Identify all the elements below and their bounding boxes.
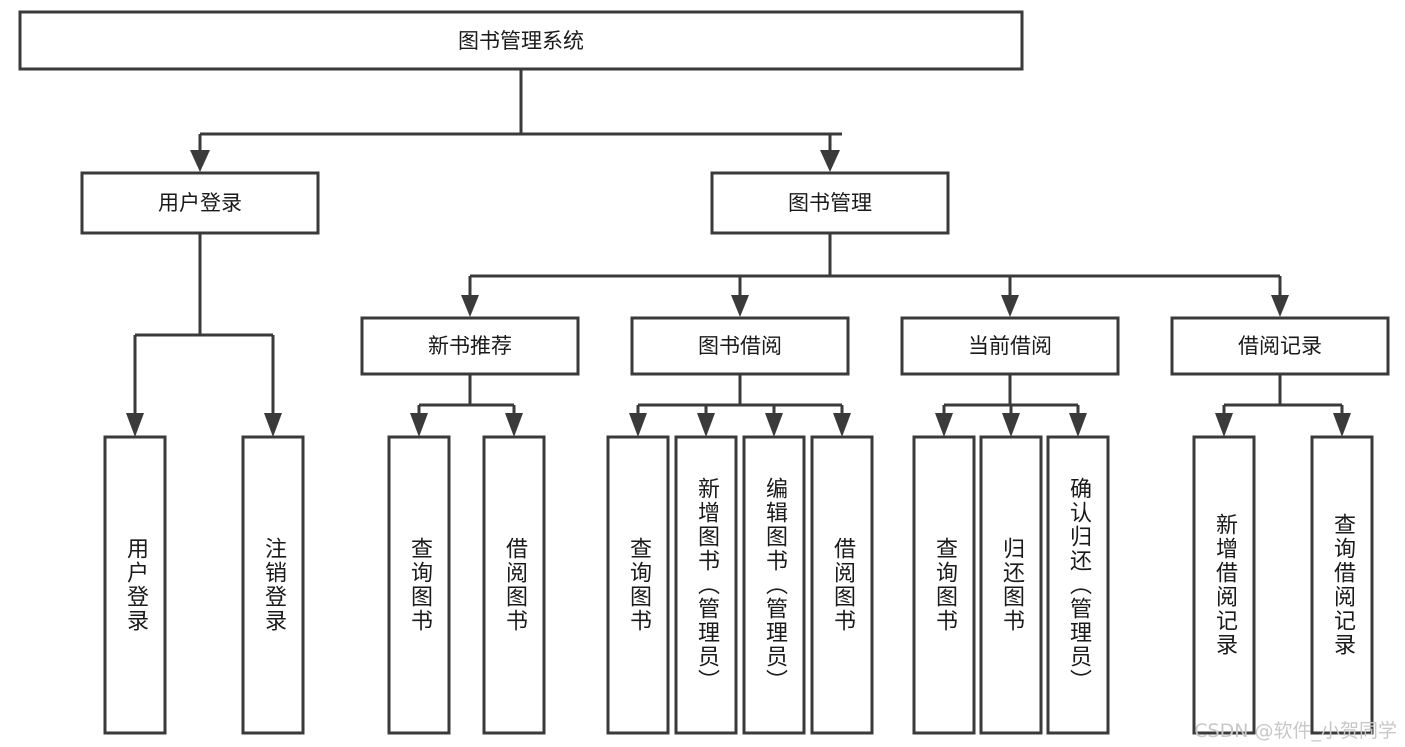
leaf-box-query-record[interactable] [1310, 435, 1374, 735]
connector-root-to-level1 [190, 69, 842, 172]
leaf-box-return-book[interactable] [979, 435, 1043, 735]
node-book-borrow[interactable]: 图书借阅 [630, 316, 850, 376]
leaf-box-user-login[interactable] [103, 435, 167, 735]
node-borrow-record[interactable]: 借阅记录 [1170, 316, 1390, 376]
connector-new-book-recommend-to-leaves [410, 374, 523, 437]
node-user-login[interactable]: 用户登录 [80, 171, 320, 235]
leaf-box-query-book-3[interactable] [912, 435, 976, 735]
node-root[interactable]: 图书管理系统 [18, 10, 1024, 71]
connector-book-borrow-to-leaves [629, 374, 851, 437]
connector-borrow-record-to-leaves [1215, 374, 1351, 437]
node-borrow-record-label: 借阅记录 [1238, 334, 1322, 358]
node-current-borrow[interactable]: 当前借阅 [900, 316, 1120, 376]
leaf-box-add-record[interactable] [1192, 435, 1256, 735]
leaf-box-borrow-book-2[interactable] [810, 435, 874, 735]
leaf-box-query-book-2[interactable] [606, 435, 670, 735]
csdn-watermark: CSDN @软件_小贺同学 [1194, 720, 1397, 742]
node-user-login-label: 用户登录 [158, 191, 242, 215]
leaf-box-edit-book[interactable] [742, 435, 806, 735]
leaf-box-borrow-book-1[interactable] [482, 435, 546, 735]
node-new-book-recommend[interactable]: 新书推荐 [360, 316, 580, 376]
node-book-manage-label: 图书管理 [788, 191, 872, 215]
node-new-book-recommend-label: 新书推荐 [428, 334, 512, 358]
leaf-boxes [103, 435, 1374, 735]
node-current-borrow-label: 当前借阅 [968, 334, 1052, 358]
leaf-box-add-book[interactable] [674, 435, 738, 735]
leaf-box-query-book-1[interactable] [387, 435, 451, 735]
node-book-borrow-label: 图书借阅 [698, 334, 782, 358]
node-root-label: 图书管理系统 [458, 29, 584, 53]
leaf-box-confirm-return[interactable] [1046, 435, 1110, 735]
node-book-manage[interactable]: 图书管理 [710, 171, 950, 235]
connector-book-manage-to-level2 [461, 233, 1289, 317]
leaf-box-logout-login[interactable] [241, 435, 305, 735]
connector-current-borrow-to-leaves [935, 374, 1087, 437]
connector-user-login-to-leaves [126, 233, 282, 437]
